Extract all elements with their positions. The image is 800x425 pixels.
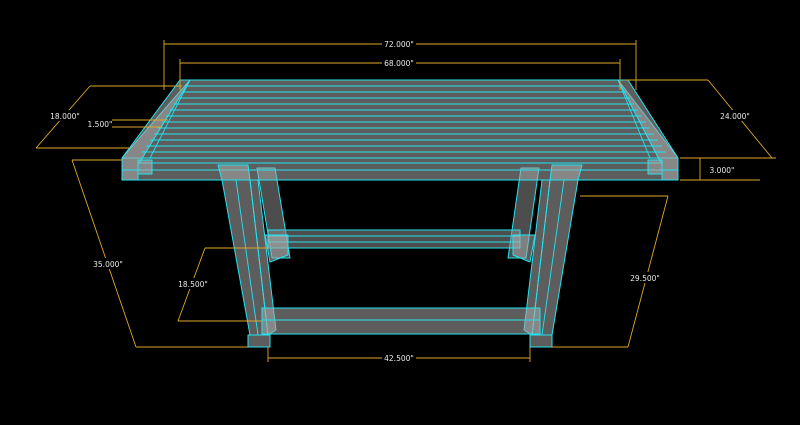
dimension-depth-left: 18.000" (35, 85, 182, 149)
dimension-slat-length: 68.000" (179, 57, 621, 90)
label-apron-height: 3.000" (710, 166, 735, 175)
right-end-block (647, 159, 663, 175)
front-right-leg (523, 164, 583, 348)
left-end-block (137, 159, 153, 175)
label-overall-depth: 24.000" (720, 112, 750, 121)
workbench-model (121, 79, 679, 348)
dimension-annotations: 72.000" 68.000" 18.000" 1.500" (35, 38, 776, 363)
front-stretcher (261, 307, 541, 335)
front-left-leg (217, 164, 277, 348)
dimension-slat-width: 1.500" (88, 118, 168, 129)
label-leg-height: 29.500" (630, 274, 660, 283)
label-slat-width: 1.500" (88, 120, 113, 129)
label-depth-left: 18.000" (50, 112, 80, 121)
rear-stretcher (267, 229, 521, 249)
label-overall-height: 35.000" (93, 260, 123, 269)
dimension-overall-length: 72.000" (163, 38, 637, 90)
right-side-stretcher (512, 234, 536, 263)
dimension-stretcher-height: 18.500" (176, 247, 268, 322)
dimension-leg-span: 42.500" (267, 347, 531, 363)
left-side-stretcher (264, 234, 289, 263)
dimension-apron-height: 3.000" (680, 157, 760, 181)
tabletop-front-face (121, 157, 679, 181)
dimension-overall-height: 35.000" (71, 159, 248, 348)
label-stretcher-height: 18.500" (178, 280, 208, 289)
label-slat-length: 68.000" (384, 59, 414, 68)
slats (142, 85, 666, 153)
dimension-leg-height: 29.500" (552, 195, 669, 348)
label-overall-length: 72.000" (384, 40, 414, 49)
label-leg-span: 42.500" (384, 354, 414, 363)
